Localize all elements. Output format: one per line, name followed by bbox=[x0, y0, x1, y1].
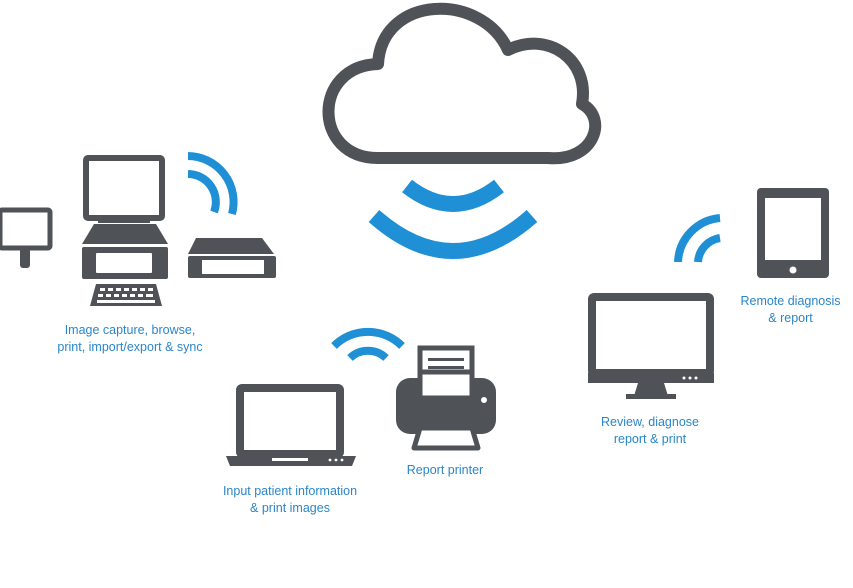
monitor-icon bbox=[588, 293, 714, 399]
caption-image-capture-line2: print, import/export & sync bbox=[57, 340, 203, 354]
caption-review-line1: Review, diagnose bbox=[601, 415, 699, 429]
caption-report-printer: Report printer bbox=[375, 462, 515, 479]
caption-image-capture: Image capture, browse, print, import/exp… bbox=[30, 322, 230, 356]
modem-wifi-icon bbox=[187, 152, 238, 216]
keyboard-icon bbox=[90, 284, 162, 306]
cloud-wifi-icon bbox=[368, 179, 538, 259]
caption-input-patient: Input patient information & print images bbox=[190, 483, 390, 517]
caption-remote-line1: Remote diagnosis bbox=[740, 294, 841, 308]
tablet-wifi-icon bbox=[674, 214, 721, 263]
camera-display-icon bbox=[0, 207, 53, 268]
printer-wifi-icon bbox=[331, 327, 405, 362]
caption-report-printer-line1: Report printer bbox=[406, 463, 484, 477]
desktop-computer-icon bbox=[82, 155, 168, 279]
cloud-icon bbox=[322, 2, 602, 165]
laptop-icon bbox=[226, 384, 356, 466]
caption-review-line2: report & print bbox=[613, 432, 687, 446]
tablet-icon bbox=[757, 188, 829, 278]
caption-remote-line2: & report bbox=[768, 311, 813, 325]
caption-review: Review, diagnose report & print bbox=[575, 414, 725, 448]
caption-input-patient-line1: Input patient information bbox=[222, 484, 358, 498]
caption-image-capture-line1: Image capture, browse, bbox=[64, 323, 196, 337]
modem-icon bbox=[188, 238, 276, 278]
printer-icon bbox=[396, 345, 496, 451]
caption-input-patient-line2: & print images bbox=[250, 501, 330, 515]
caption-remote: Remote diagnosis & report bbox=[728, 293, 853, 327]
